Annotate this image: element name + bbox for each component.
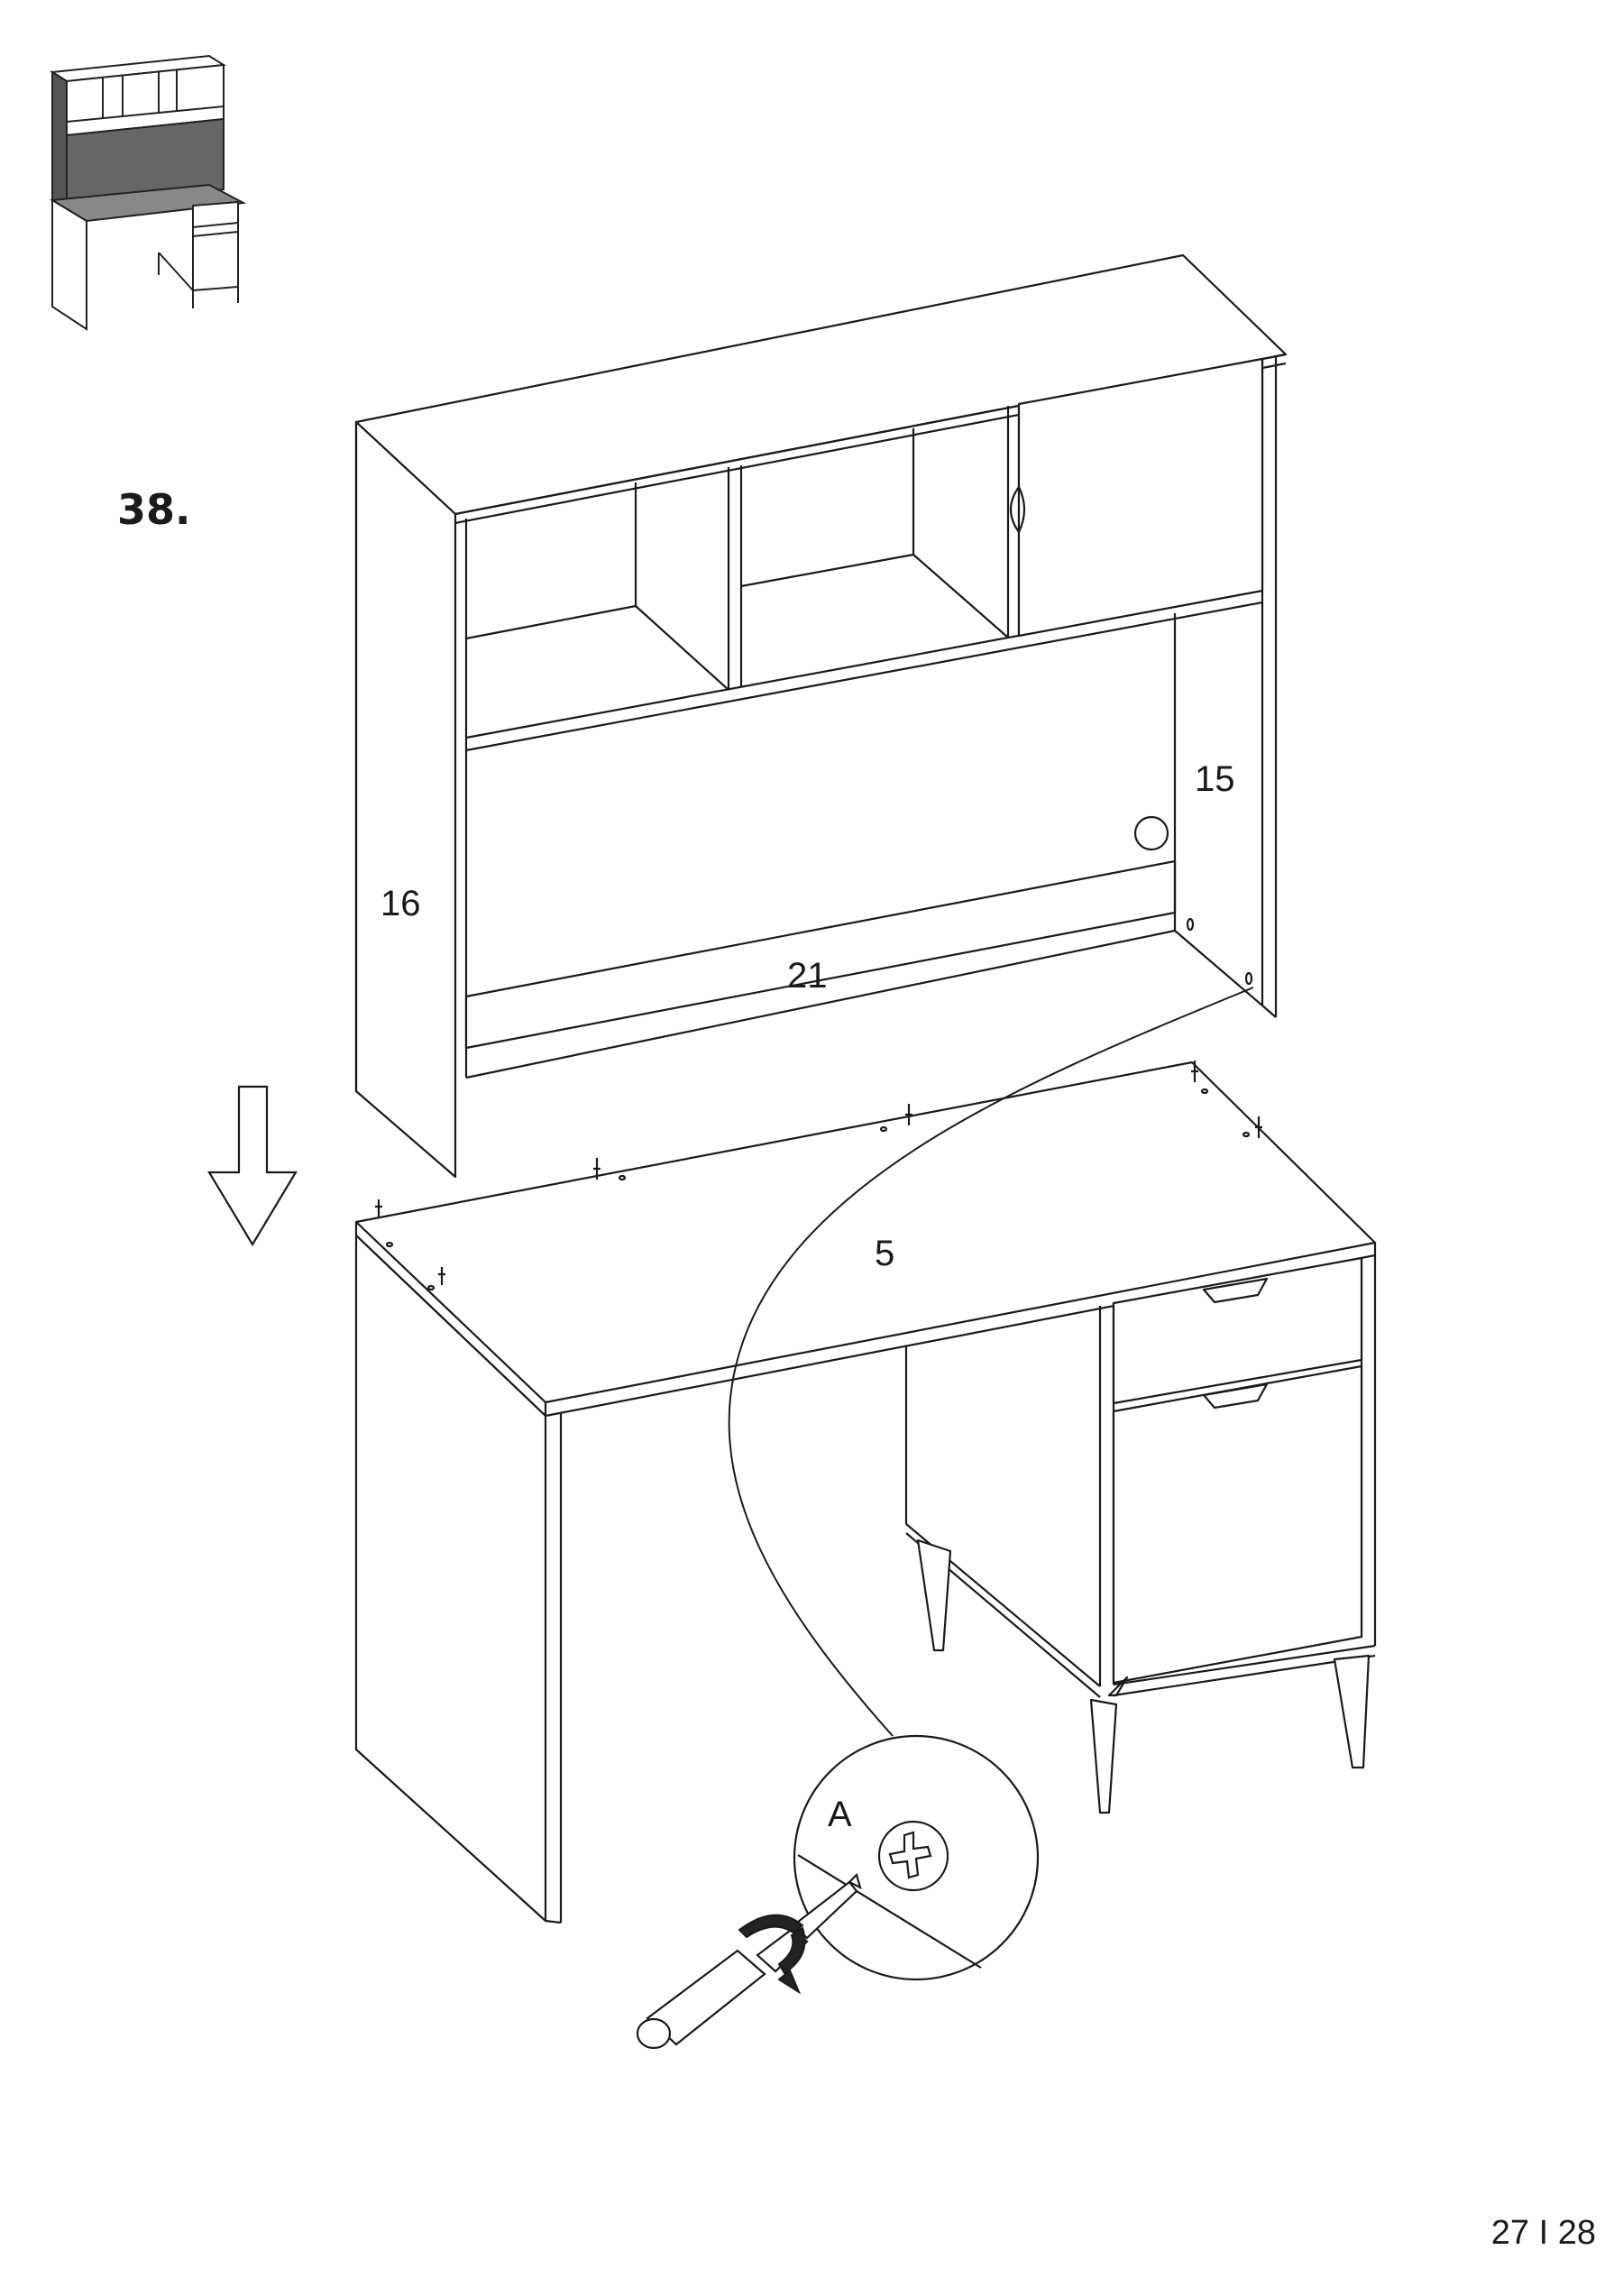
part-label-16: 16 — [381, 884, 421, 923]
page-number: 27 I 28 — [1490, 2214, 1596, 2252]
clockwise-rotation-icon — [739, 1915, 805, 1992]
part-label-15: 15 — [1195, 759, 1235, 799]
part-label-5: 5 — [875, 1234, 895, 1273]
detail-label-a: A — [828, 1795, 852, 1834]
step-number: 38. — [117, 485, 191, 534]
part-label-21: 21 — [787, 956, 828, 996]
phillips-screw-icon — [879, 1822, 948, 1890]
